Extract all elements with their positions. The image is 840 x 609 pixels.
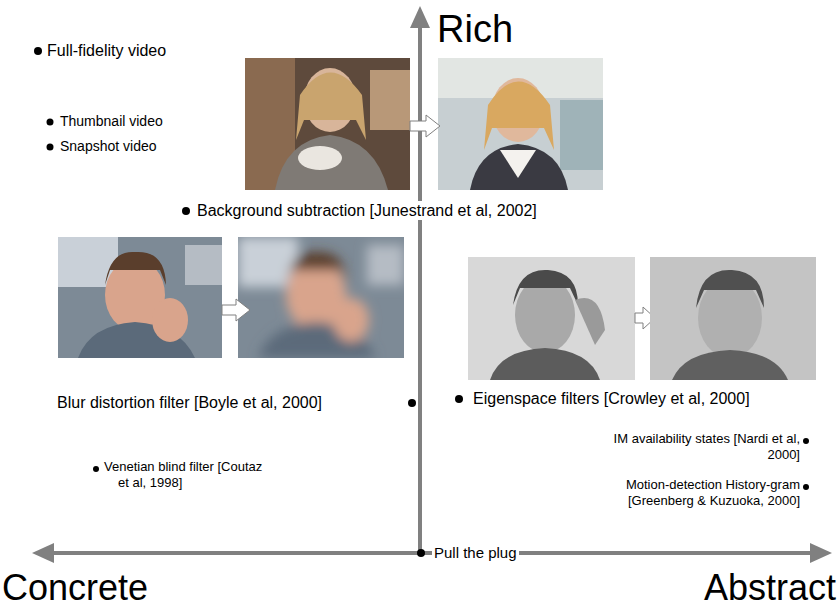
video-photo xyxy=(58,237,222,358)
video-photo xyxy=(438,58,603,190)
bullet-dot xyxy=(34,47,809,557)
axis xyxy=(32,6,832,563)
item-label: Blur distortion filter [Boyle et al, 200… xyxy=(57,393,322,412)
item-label: Venetian blind filter [Coutaz et al, 199… xyxy=(104,459,268,490)
transform-arrow xyxy=(410,115,440,137)
item-label: Background subtraction [Junestrand et al… xyxy=(195,201,539,220)
item-label: Full-fidelity video xyxy=(47,41,166,60)
item-label: IM availability states [Nardi et al, 200… xyxy=(600,431,800,462)
video-photo xyxy=(245,58,410,190)
video-photo xyxy=(650,257,816,380)
axis-label: Rich xyxy=(437,7,513,53)
transform-arrow xyxy=(222,299,250,321)
item-label: Thumbnail video xyxy=(60,113,163,130)
axis-label: Concrete xyxy=(2,570,148,606)
item-label: Eigenspace filters [Crowley et al, 2000] xyxy=(473,389,750,408)
axis-point-label: Pull the plug xyxy=(432,544,519,562)
item-label: Motion-detection History-gram [Greenberg… xyxy=(600,477,800,508)
axis-label: Abstract xyxy=(704,570,836,606)
item-label: Snapshot video xyxy=(60,138,157,155)
video-photo xyxy=(468,257,635,380)
video-photo xyxy=(238,237,404,358)
